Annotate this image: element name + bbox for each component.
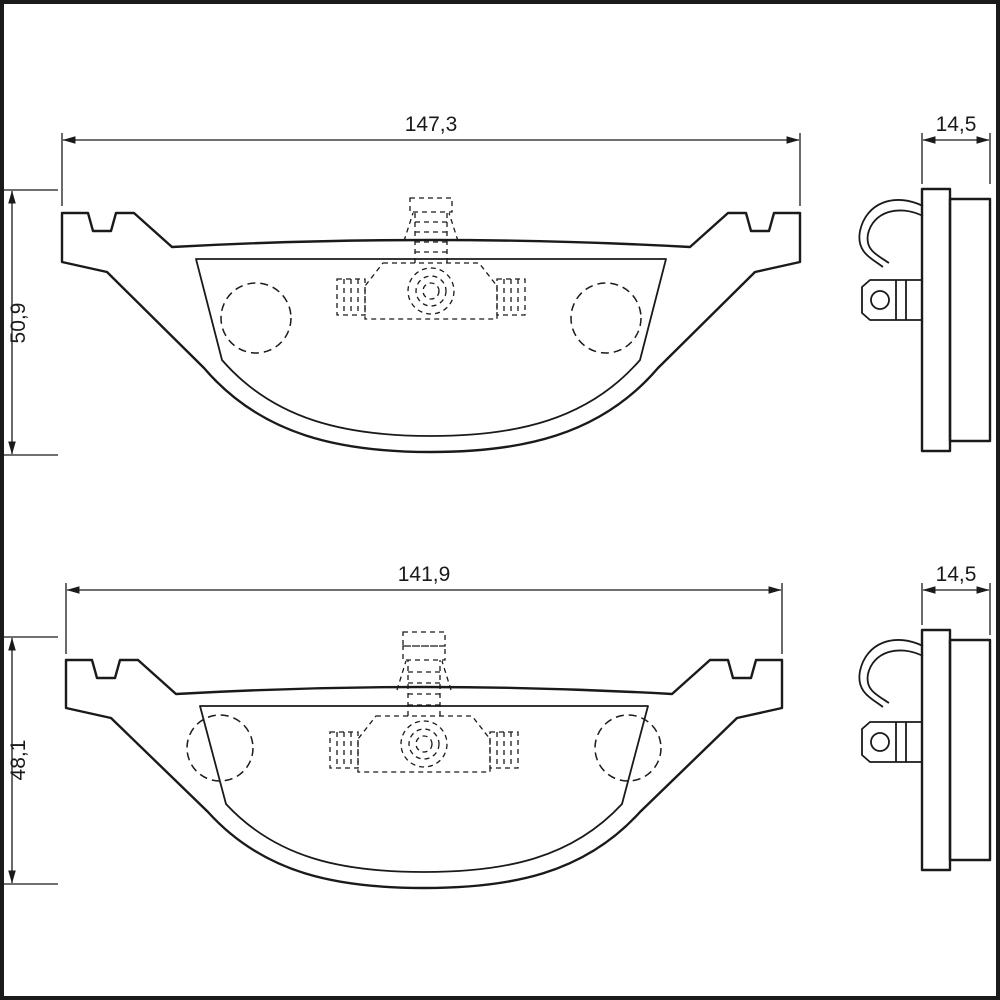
pad1-dim-height-label: 50,9 (7, 303, 30, 344)
pad2-sensor-spring-left (329, 731, 359, 769)
pad1-dim-width: 147,3 (61, 113, 801, 206)
pad2-side-pin-hole (870, 732, 890, 752)
pad2-hole-left (186, 714, 254, 782)
pad1-hole-right (570, 282, 642, 354)
pad2-dim-thickness-extension-lines (921, 583, 991, 635)
pad2-side-friction (948, 638, 992, 862)
pad2-side-view (858, 628, 992, 872)
pad2-side-backplate (920, 628, 952, 872)
pad1-side-backplate (920, 187, 952, 453)
pad2-sensor-circle-outer (400, 720, 448, 768)
pad1-dim-width-extension-lines (61, 133, 801, 206)
pad2-dim-width-extension-lines (65, 583, 783, 654)
pad2-side-spring-clip (858, 639, 924, 708)
pad2-group: 141,9 48,1 14,5 (4, 563, 992, 890)
pad2-outer-outline (64, 658, 784, 890)
pad2-dim-height-label: 48,1 (7, 740, 30, 781)
pad1-side-view (858, 187, 992, 453)
pad2-sensor-circle-mid (408, 728, 440, 760)
pad2-side-pin (861, 721, 922, 763)
pad1-sensor-circle-outer (407, 267, 455, 315)
pad1-hole-left (220, 282, 292, 354)
pad2-sensor-stem (396, 631, 452, 716)
pad2-sensor-spring-right (489, 731, 519, 769)
pad2-wear-sensor-assembly (329, 631, 519, 773)
pad2-front-view (64, 631, 784, 890)
pad1-outer-outline (60, 211, 802, 454)
pad1-wear-sensor-assembly (336, 197, 526, 320)
pad2-dim-height: 48,1 (4, 636, 58, 885)
pad1-sensor-stem (403, 197, 459, 263)
pad1-dim-width-label: 147,3 (405, 113, 458, 136)
pad1-side-friction (948, 197, 992, 443)
pad2-dim-width: 141,9 (65, 563, 783, 654)
pad1-side-spring-clip (858, 199, 924, 268)
pad1-sensor-circle-inner (422, 282, 440, 300)
pad2-dim-height-extension-lines (4, 636, 58, 885)
pad2-dim-width-label: 141,9 (398, 563, 451, 586)
pad1-side-pin (861, 279, 922, 321)
pad1-group: 147,3 50,9 14,5 (4, 113, 992, 456)
pad2-dim-thickness-label: 14,5 (936, 563, 977, 586)
pad2-hole-right (594, 714, 662, 782)
pad1-side-pin-hole (870, 290, 890, 310)
pad1-dim-height: 50,9 (4, 189, 58, 456)
pad1-dim-thickness: 14,5 (921, 113, 991, 184)
pad1-dim-thickness-extension-lines (921, 133, 991, 184)
pad1-dim-height-extension-lines (4, 189, 58, 456)
pad1-sensor-body (364, 262, 498, 320)
pad1-dim-thickness-label: 14,5 (936, 113, 977, 136)
pad1-sensor-spring-left (336, 278, 366, 316)
pad1-front-view (60, 197, 802, 454)
pad1-sensor-circle-mid (415, 275, 447, 307)
pad2-dim-thickness: 14,5 (921, 563, 991, 635)
pad2-friction-outline (199, 705, 649, 873)
pad1-sensor-spring-right (496, 278, 526, 316)
pad2-sensor-body (357, 715, 491, 773)
pad1-friction-outline (195, 258, 667, 437)
pad2-sensor-circle-inner (415, 735, 433, 753)
